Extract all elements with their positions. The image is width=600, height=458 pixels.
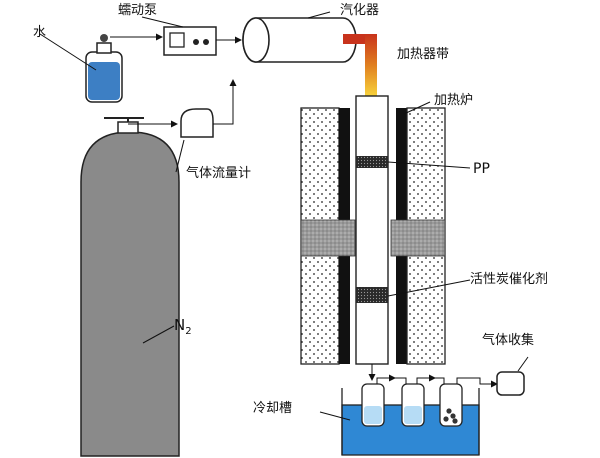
reactor-tube: [355, 95, 471, 381]
water-bottle: [39, 33, 123, 103]
label-water: 水: [33, 25, 47, 40]
gas-flowmeter: [175, 108, 214, 173]
peristaltic-pump: [141, 16, 217, 56]
gas-lines: [110, 33, 242, 128]
gas-collection-line: [376, 356, 529, 388]
label-gas-collection: 气体收集: [482, 333, 535, 348]
n2-cylinder: [80, 117, 180, 457]
label-catalyst: 活性炭催化剂: [470, 272, 549, 287]
gas-collection-bag: [496, 371, 525, 396]
label-pp: PP: [473, 161, 490, 177]
label-furnace: 加热炉: [434, 93, 474, 108]
label-cooling-tank: 冷却槽: [253, 401, 293, 416]
heating-tape: [343, 34, 377, 96]
label-n2: N2: [174, 316, 192, 337]
label-heating-tape: 加热器带: [397, 47, 450, 62]
label-flowmeter: 气体流量计: [186, 166, 252, 181]
vaporizer: [242, 11, 357, 63]
heating-furnace: [300, 101, 446, 365]
label-pump: 蠕动泵: [118, 3, 158, 18]
cooling-tank: [319, 383, 480, 456]
label-vaporizer: 汽化器: [340, 3, 380, 18]
